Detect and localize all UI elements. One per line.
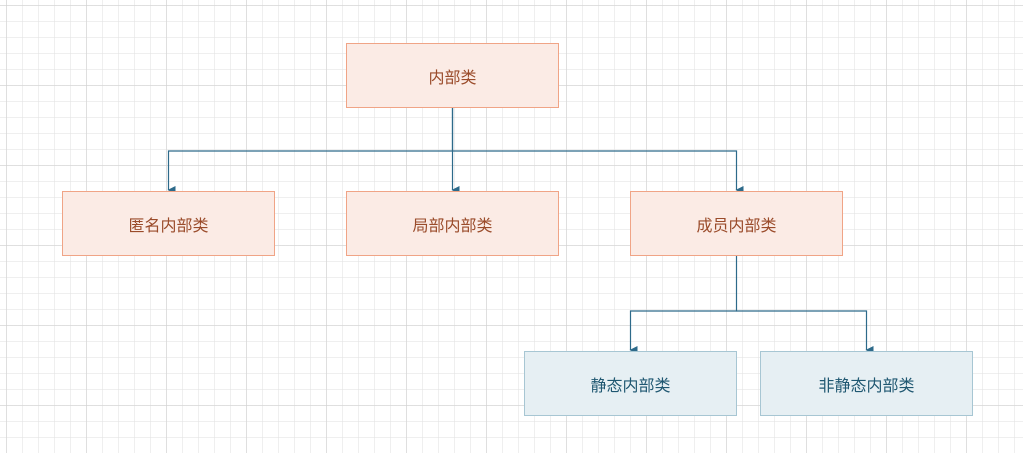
- node-non-static-inner-class[interactable]: 非静态内部类: [760, 351, 973, 416]
- edge-member-non-static: [736, 310, 874, 354]
- node-static-inner-class[interactable]: 静态内部类: [524, 351, 737, 416]
- node-local-inner-class[interactable]: 局部内部类: [346, 191, 559, 256]
- node-inner-class[interactable]: 内部类: [346, 43, 559, 108]
- edge-root-member: [452, 150, 744, 194]
- node-local-inner-class-label: 局部内部类: [412, 215, 493, 235]
- node-anonymous-inner-class-label: 匿名内部类: [128, 215, 209, 235]
- node-static-inner-class-label: 静态内部类: [590, 375, 671, 395]
- edge-member-static: [629, 256, 738, 354]
- node-member-inner-class-label: 成员内部类: [696, 215, 777, 235]
- edge-root-anonymous: [167, 108, 454, 194]
- node-non-static-inner-class-label: 非静态内部类: [818, 375, 915, 395]
- node-anonymous-inner-class[interactable]: 匿名内部类: [62, 191, 275, 256]
- node-member-inner-class[interactable]: 成员内部类: [630, 191, 843, 256]
- node-inner-class-label: 内部类: [428, 67, 477, 87]
